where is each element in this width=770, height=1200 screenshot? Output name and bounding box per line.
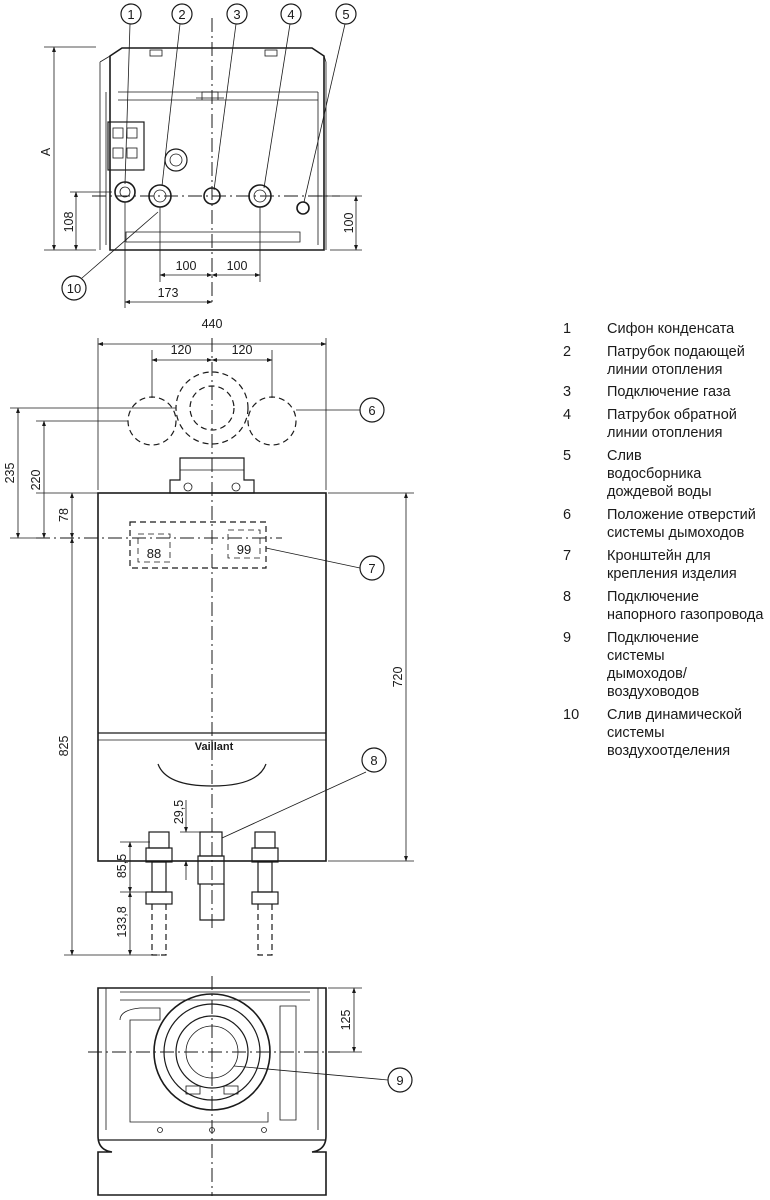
rain-drain — [296, 201, 310, 215]
heating-flow-connection — [145, 831, 173, 956]
callout-1: 1 — [127, 7, 134, 22]
legend-text: Положение отверстий системы дымоходов — [607, 507, 756, 541]
bottom-view-outline — [97, 987, 327, 1196]
legend-num: 3 — [563, 384, 572, 400]
dim-720: 720 — [391, 667, 405, 688]
legend-num: 10 — [563, 707, 580, 723]
dim-825: 825 — [57, 736, 71, 757]
callout-7: 7 — [368, 561, 375, 576]
legend-num: 6 — [563, 507, 572, 523]
dim-29-5: 29,5 — [172, 800, 186, 824]
dim-100-a: 100 — [176, 259, 197, 273]
dim-100-right: 100 — [342, 213, 356, 234]
legend-item-3: 3 Подключение газа — [556, 383, 766, 401]
dim-108: 108 — [62, 212, 76, 233]
control-panel-recess — [157, 763, 267, 787]
legend-text: Кронштейн для крепления изделия — [607, 548, 737, 582]
legend-text: Подключение газа — [607, 384, 731, 400]
front-view-callouts: 6 7 8 — [221, 397, 387, 839]
flue-hole-center — [175, 371, 249, 445]
legend-item-8: 8 Подключение напорного газопровода — [556, 588, 766, 624]
callout-4: 4 — [287, 7, 294, 22]
dim-220: 220 — [29, 470, 43, 491]
legend-text: Подключение системы дымоходов/воздуховод… — [607, 630, 700, 700]
legend-text: Слив водосборника дождевой воды — [607, 448, 712, 500]
flue-adapter — [169, 457, 255, 494]
legend-item-6: 6 Положение отверстий системы дымоходов — [556, 506, 766, 542]
callout-8: 8 — [370, 753, 377, 768]
dim-120-a: 120 — [171, 343, 192, 357]
legend-item-10: 10 Слив динамической системы воздухоотде… — [556, 706, 766, 760]
legend: 1 Сифон конденсата 2 Патрубок подающей л… — [556, 320, 766, 760]
legend-text: Сифон конденсата — [607, 321, 735, 337]
legend-item-1: 1 Сифон конденсата — [556, 320, 766, 338]
flue-hole-left — [127, 396, 177, 446]
legend-item-9: 9 Подключение системы дымоходов/воздухов… — [556, 629, 766, 701]
legend-num: 9 — [563, 630, 572, 646]
flue-hole-right — [247, 396, 297, 446]
dim-235: 235 — [3, 463, 17, 484]
dim-100-b: 100 — [227, 259, 248, 273]
dim-133-8: 133,8 — [115, 906, 129, 937]
bottom-view: 125 9 — [88, 976, 413, 1196]
callout-6: 6 — [368, 403, 375, 418]
legend-item-7: 7 Кронштейн для крепления изделия — [556, 547, 766, 583]
legend-num: 7 — [563, 548, 572, 564]
callout-3: 3 — [233, 7, 240, 22]
panel-left-display: 88 — [147, 546, 161, 561]
legend-text: Патрубок обратной линии отопления — [607, 407, 737, 441]
heating-return-connection — [251, 831, 279, 956]
legend-num: 1 — [563, 321, 572, 337]
legend-text: Подключение напорного газопровода — [607, 589, 764, 623]
legend-item-2: 2 Патрубок подающей линии отопления — [556, 343, 766, 379]
callout-2: 2 — [178, 7, 185, 22]
legend-num: 8 — [563, 589, 572, 605]
dim-a: A — [39, 147, 53, 156]
front-view: Vaillant 88 99 — [36, 338, 327, 956]
legend-num: 5 — [563, 448, 572, 464]
legend-num: 2 — [563, 344, 572, 360]
drain-pipe — [119, 1007, 269, 1123]
flue-collar-inner — [175, 1015, 249, 1089]
siphon-block — [107, 121, 145, 171]
top-view-callouts: 1 2 3 4 5 10 — [61, 3, 357, 301]
front-view-dimensions: 440 120 120 235 220 78 720 825 29,5 85,5… — [3, 317, 414, 956]
inner-socket — [164, 148, 188, 172]
legend-item-4: 4 Патрубок обратной линии отопления — [556, 406, 766, 442]
dim-120-b: 120 — [232, 343, 253, 357]
top-view-dimensions: A 108 100 100 100 173 — [39, 46, 362, 308]
legend-text: Патрубок подающей линии отопления — [607, 344, 745, 378]
top-view-outline — [109, 47, 325, 251]
brand-logo: Vaillant — [195, 741, 234, 753]
siphon-outlet — [114, 181, 136, 203]
gas-connection — [197, 831, 225, 921]
legend-item-5: 5 Слив водосборника дождевой воды — [556, 447, 766, 501]
dim-440: 440 — [202, 317, 223, 331]
callout-10: 10 — [67, 281, 81, 296]
dim-125: 125 — [339, 1010, 353, 1031]
legend-num: 4 — [563, 407, 572, 423]
mounting-bracket — [129, 521, 267, 569]
panel-right-display: 99 — [237, 542, 251, 557]
dim-173: 173 — [158, 286, 179, 300]
dim-78: 78 — [57, 508, 71, 522]
callout-5: 5 — [342, 7, 349, 22]
callout-9: 9 — [396, 1073, 403, 1088]
dim-85-5: 85,5 — [115, 854, 129, 878]
legend-text: Слив динамической системы воздухоотделен… — [607, 707, 743, 759]
